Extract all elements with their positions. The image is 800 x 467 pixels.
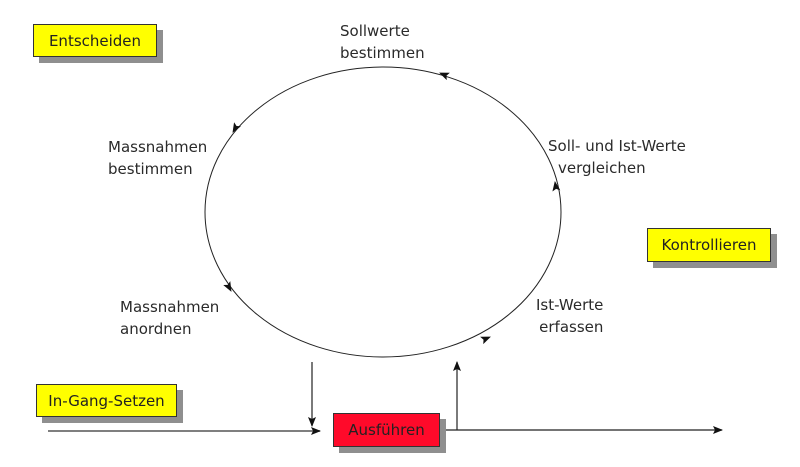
step-set-targets: Sollwerte bestimmen [340, 20, 425, 64]
phase-decide: Entscheiden [33, 24, 157, 57]
phase-control: Kontrollieren [647, 228, 771, 262]
phase-execute: Ausführen [333, 413, 440, 447]
step-compare: Soll- und Ist-Werte vergleichen [548, 135, 686, 179]
step-line: anordnen [120, 320, 192, 338]
phase-start: In-Gang-Setzen [36, 384, 177, 417]
step-line: Soll- und Ist-Werte [548, 137, 686, 155]
step-line: erfassen [539, 318, 604, 336]
cycle-arrow-left-bottom [223, 281, 232, 292]
step-define-measures: Massnahmen bestimmen [108, 136, 207, 180]
step-line: Sollwerte [340, 22, 410, 40]
step-record-actuals: Ist-Werte erfassen [512, 294, 603, 338]
step-order-measures: Massnahmen anordnen [120, 296, 219, 340]
step-line: Massnahmen [120, 298, 220, 316]
step-line: vergleichen [558, 159, 646, 177]
cycle-arrow-right [552, 181, 561, 192]
step-line: Massnahmen [108, 138, 208, 156]
step-line: bestimmen [108, 160, 193, 178]
cycle-arrow-bottom [480, 336, 491, 345]
cycle-ellipse [204, 66, 562, 358]
step-line: Ist-Werte [536, 296, 604, 314]
step-line: bestimmen [340, 44, 425, 62]
